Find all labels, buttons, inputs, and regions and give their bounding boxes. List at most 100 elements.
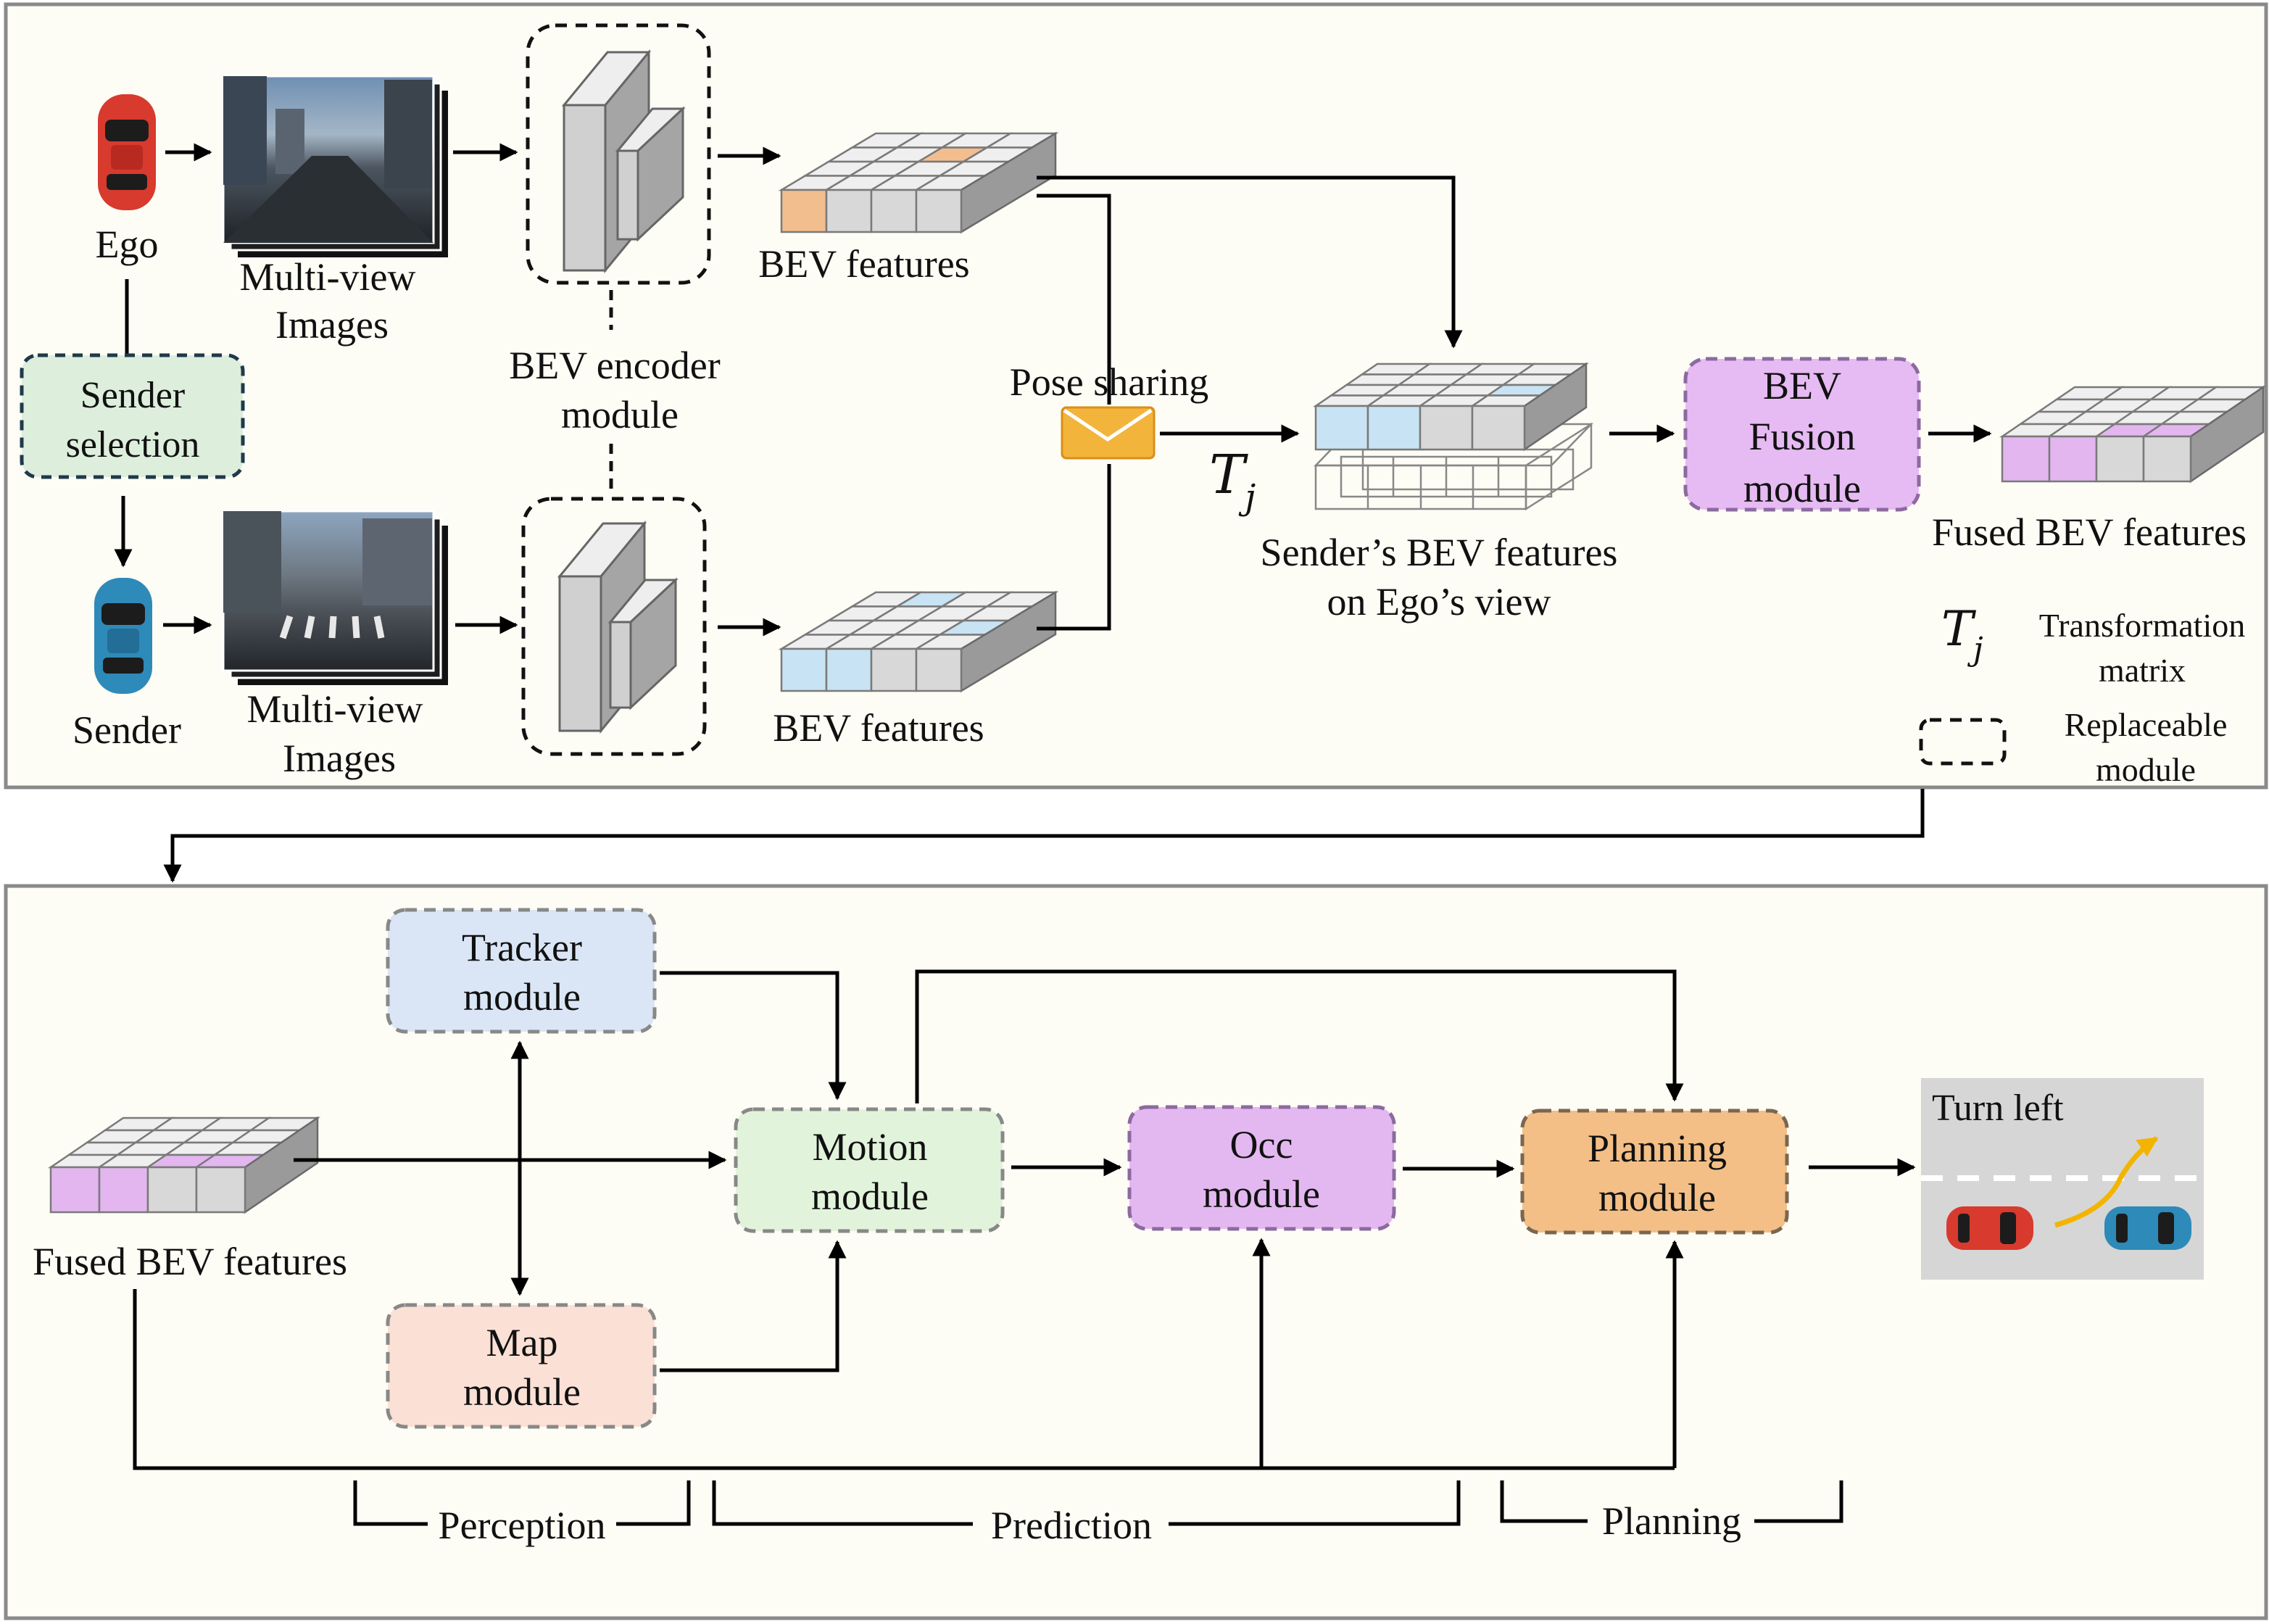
planning-line1: Planning bbox=[1588, 1127, 1727, 1170]
sender-bev-encoder-box bbox=[521, 497, 707, 756]
bev-fusion-line3: module bbox=[1743, 467, 1861, 510]
pose-sharing-top-line bbox=[1037, 194, 1111, 405]
turn-left-arrow bbox=[2054, 1136, 2159, 1228]
motion-line1: Motion bbox=[812, 1125, 927, 1169]
grid-front-cell bbox=[915, 647, 963, 692]
grid-front-cell bbox=[49, 1166, 101, 1214]
grid-front-cell bbox=[780, 647, 828, 692]
grid-front-cell bbox=[2001, 435, 2051, 483]
grid-front-cell bbox=[870, 188, 918, 233]
prediction-label-bg bbox=[973, 1501, 1169, 1544]
bev-fusion-module bbox=[1683, 357, 1921, 512]
sender-label: Sender bbox=[72, 708, 181, 752]
planning-module bbox=[1520, 1109, 1789, 1235]
bev-fusion-line2: Fusion bbox=[1749, 415, 1855, 458]
grid-front-cell bbox=[98, 1166, 149, 1214]
ego-car-icon bbox=[98, 94, 156, 210]
grid-front-cell bbox=[146, 1166, 198, 1214]
fused-bev-top-label: Fused BEV features bbox=[1932, 510, 2247, 554]
ego-car-small-icon bbox=[1946, 1206, 2033, 1250]
bottom-panel-frame bbox=[4, 884, 2268, 1620]
ego-label: Ego bbox=[96, 223, 159, 266]
grid-front-cell bbox=[915, 188, 963, 233]
bottom-panel: Fused BEV features Tracker module Map mo… bbox=[4, 884, 2268, 1620]
prediction-label: Prediction bbox=[991, 1504, 1152, 1547]
grid-front-cell bbox=[825, 188, 873, 233]
tracker-to-motion-arrow bbox=[660, 971, 847, 1101]
map-to-motion-arrow bbox=[660, 1240, 847, 1372]
fused-bev-bottom-label: Fused BEV features bbox=[33, 1240, 347, 1283]
legend-transformation-line1: Transformation bbox=[2039, 607, 2246, 644]
grid-front-cell bbox=[195, 1166, 246, 1214]
map-line2: module bbox=[463, 1370, 581, 1414]
sender-multiview-line1: Multi-view bbox=[247, 687, 423, 731]
senders-bev-line2: on Ego’s view bbox=[1327, 580, 1551, 624]
grid-front-cell bbox=[1419, 405, 1474, 451]
turn-left-scene: Turn left bbox=[1921, 1078, 2204, 1280]
sender-car-small-icon bbox=[2104, 1206, 2191, 1250]
map-module bbox=[386, 1303, 657, 1429]
sender-selection-line2: selection bbox=[66, 424, 200, 465]
bev-encoder-line1: BEV encoder bbox=[509, 344, 720, 387]
perception-label: Perception bbox=[439, 1504, 606, 1547]
sender-selection-line1: Sender bbox=[80, 375, 185, 416]
grid-front-cell bbox=[825, 647, 873, 692]
turn-left-label: Turn left bbox=[1932, 1088, 2064, 1129]
grid-front-cell bbox=[870, 647, 918, 692]
tracker-line2: module bbox=[463, 975, 581, 1019]
top-panel: Ego Sender Sender selection Multi-view bbox=[4, 2, 2268, 790]
ego-encoder-blocks bbox=[561, 49, 686, 274]
ego-bev-features-label: BEV features bbox=[758, 242, 969, 286]
grid-front-cell bbox=[2095, 435, 2145, 483]
sender-bev-features-label: BEV features bbox=[773, 706, 984, 750]
sender-bev-on-ego-grid bbox=[1312, 362, 1590, 452]
fused-bev-grid-bottom bbox=[47, 1116, 321, 1214]
legend-transformation-line2: matrix bbox=[2099, 652, 2186, 689]
pose-sharing-bottom-line bbox=[1037, 464, 1111, 631]
occ-module bbox=[1127, 1105, 1396, 1231]
planning-stage-label: Planning bbox=[1602, 1499, 1741, 1543]
perception-label-bg bbox=[428, 1501, 616, 1544]
ego-bev-encoder-box bbox=[526, 23, 711, 285]
sender-encoder-blocks bbox=[557, 520, 679, 734]
planning-line2: module bbox=[1598, 1176, 1716, 1219]
legend-replaceable-line1: Replaceable bbox=[2065, 706, 2228, 743]
occ-line1: Occ bbox=[1230, 1123, 1293, 1167]
ego-multiview-line2: Images bbox=[275, 303, 389, 347]
grid-front-cell bbox=[2048, 435, 2098, 483]
ego-multiview-line1: Multi-view bbox=[240, 255, 416, 299]
bev-fusion-line1: BEV bbox=[1763, 364, 1841, 407]
sender-multiview-images bbox=[222, 510, 448, 685]
ego-bev-feature-grid bbox=[778, 131, 1059, 234]
sender-bev-feature-grid bbox=[778, 590, 1059, 693]
motion-line2: module bbox=[811, 1174, 929, 1218]
sender-selection-box bbox=[20, 353, 245, 479]
map-line1: Map bbox=[486, 1321, 558, 1364]
grid-front-cell bbox=[1471, 405, 1526, 451]
legend-replaceable-line2: module bbox=[2096, 751, 2196, 788]
sender-multiview-line2: Images bbox=[283, 737, 396, 780]
fused-bus-line bbox=[133, 1289, 1675, 1470]
motion-to-planning-arrow bbox=[915, 969, 1684, 1103]
grid-front-cell bbox=[1314, 405, 1369, 451]
motion-module bbox=[734, 1107, 1005, 1233]
tracker-line1: Tracker bbox=[462, 926, 582, 969]
panel-connector-arrow bbox=[163, 789, 1925, 883]
sender-car-icon bbox=[94, 578, 152, 694]
tj-symbol: Tj bbox=[1209, 444, 1256, 518]
grid-front-cell bbox=[780, 188, 828, 233]
grid-front-cell bbox=[2142, 435, 2192, 483]
occ-line2: module bbox=[1203, 1172, 1320, 1216]
legend-replaceable-swatch bbox=[1919, 718, 2007, 766]
senders-bev-line1: Sender’s BEV features bbox=[1261, 531, 1618, 574]
bev-encoder-line2: module bbox=[561, 393, 679, 436]
grid-front-cell bbox=[1366, 405, 1422, 451]
fused-bev-grid-top bbox=[1999, 385, 2267, 484]
ego-multiview-images bbox=[222, 75, 448, 257]
planning-stage-label-bg bbox=[1588, 1498, 1754, 1541]
ego-bev-to-fusion-grid-arrow bbox=[1037, 175, 1463, 349]
pose-sharing-label: Pose sharing bbox=[1010, 360, 1208, 404]
legend-tj-symbol: Tj bbox=[1941, 601, 1983, 668]
envelope-icon bbox=[1061, 406, 1156, 460]
tracker-module bbox=[386, 908, 657, 1034]
